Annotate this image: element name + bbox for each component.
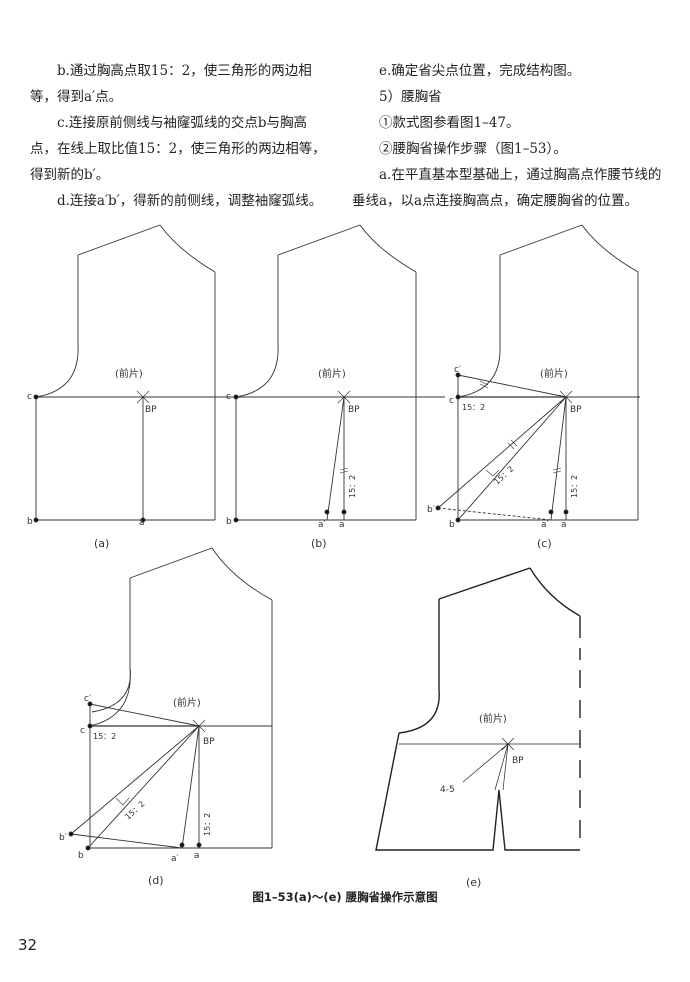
point-a-a: a	[139, 518, 145, 528]
figure-caption: 图1–53(a)～(e) 腰胸省操作示意图	[252, 890, 438, 904]
point-a-prime-b: a′	[318, 520, 326, 530]
front-label-e: (前片)	[479, 712, 507, 725]
point-b-b: b	[226, 517, 232, 527]
sublabel-e: (e)	[466, 876, 481, 889]
ratio-c-side: 15：2	[570, 475, 579, 498]
paragraph-b: b.通过胸高点取15：2，使三角形的两边相等，得到a′点。	[30, 63, 312, 105]
bp-label-e: BP	[512, 756, 524, 766]
ratio-d-diag: 15：2	[123, 799, 146, 821]
front-label-b: (前片)	[318, 367, 346, 380]
page-number: 32	[18, 936, 38, 954]
front-label-a: (前片)	[115, 367, 143, 380]
point-a-prime-d: a′	[171, 854, 179, 864]
point-a-prime-c: a′	[541, 520, 549, 530]
point-c-b: c	[226, 392, 231, 402]
diagram-b: (前片) BP c b a′ a 15：2 (b)	[226, 224, 445, 550]
point-a-d: a	[194, 851, 200, 861]
point-a-b: a	[339, 520, 345, 530]
diagram-e: (前片) BP 4-5 (e)	[375, 567, 581, 889]
bp-label-b: BP	[348, 405, 360, 415]
bp-label-c: BP	[570, 405, 582, 415]
sublabel-d: (d)	[148, 874, 164, 887]
bp-label-d: BP	[203, 737, 215, 747]
point-b-prime-c: b′	[427, 505, 435, 515]
point-b-prime-d: b′	[59, 833, 67, 843]
section-heading: 5）腰胸省	[379, 89, 442, 105]
step-2: ②腰胸省操作步骤（图1–53）。	[379, 141, 567, 157]
point-a-c: a	[561, 520, 567, 530]
diagram-a: (前片) BP c b a (a)	[27, 224, 245, 550]
sublabel-c: (c)	[537, 537, 552, 550]
point-c-a: c	[27, 392, 32, 402]
step-1: ①款式图参看图1–47。	[379, 115, 520, 131]
point-b-a: b	[27, 517, 33, 527]
text-column-right: e.确定省尖点位置，完成结构图。 5）腰胸省 ①款式图参看图1–47。 ②腰胸省…	[352, 58, 672, 214]
ratio-d-side: 15：2	[203, 813, 212, 836]
text-column-left: b.通过胸高点取15：2，使三角形的两边相等，得到a′点。 c.连接原前侧线与袖…	[30, 58, 330, 214]
diagram-c: (前片) BP c′ c 15：2 b′ b a′ a 15：2 15：2 (c…	[427, 224, 640, 550]
front-label-c: (前片)	[540, 367, 568, 380]
sublabel-a: (a)	[94, 537, 109, 550]
dart-label-e: 4-5	[440, 785, 455, 795]
paragraph-e: e.确定省尖点位置，完成结构图。	[379, 63, 581, 79]
paragraph-d: d.连接a′b′，得新的前侧线，调整袖窿弧线。	[57, 193, 323, 209]
point-b-d: b	[78, 851, 84, 861]
sublabel-b: (b)	[311, 537, 327, 550]
paragraph-a: a.在平直基本型基础上，通过胸高点作腰节线的垂线a，以a点连接胸高点，确定腰胸省…	[352, 167, 662, 209]
point-c-d: c	[80, 726, 85, 736]
ratio-d-top: 15：2	[93, 732, 116, 741]
point-c-c: c	[449, 396, 454, 406]
ratio-b: 15：2	[348, 475, 357, 498]
point-b-c: b	[449, 520, 455, 530]
point-c-prime-c: c′	[454, 365, 461, 375]
point-c-prime-d: c′	[84, 694, 91, 704]
paragraph-c: c.连接原前侧线与袖窿弧线的交点b与胸高点，在线上取比值15：2，使三角形的两边…	[30, 115, 326, 183]
diagram-d: (前片) BP c′ c 15：2 b′ b a′ a 15：2 15：2 (d…	[59, 547, 273, 887]
ratio-c-top: 15：2	[462, 403, 485, 412]
bp-label-a: BP	[145, 405, 157, 415]
front-label-d: (前片)	[173, 696, 201, 709]
